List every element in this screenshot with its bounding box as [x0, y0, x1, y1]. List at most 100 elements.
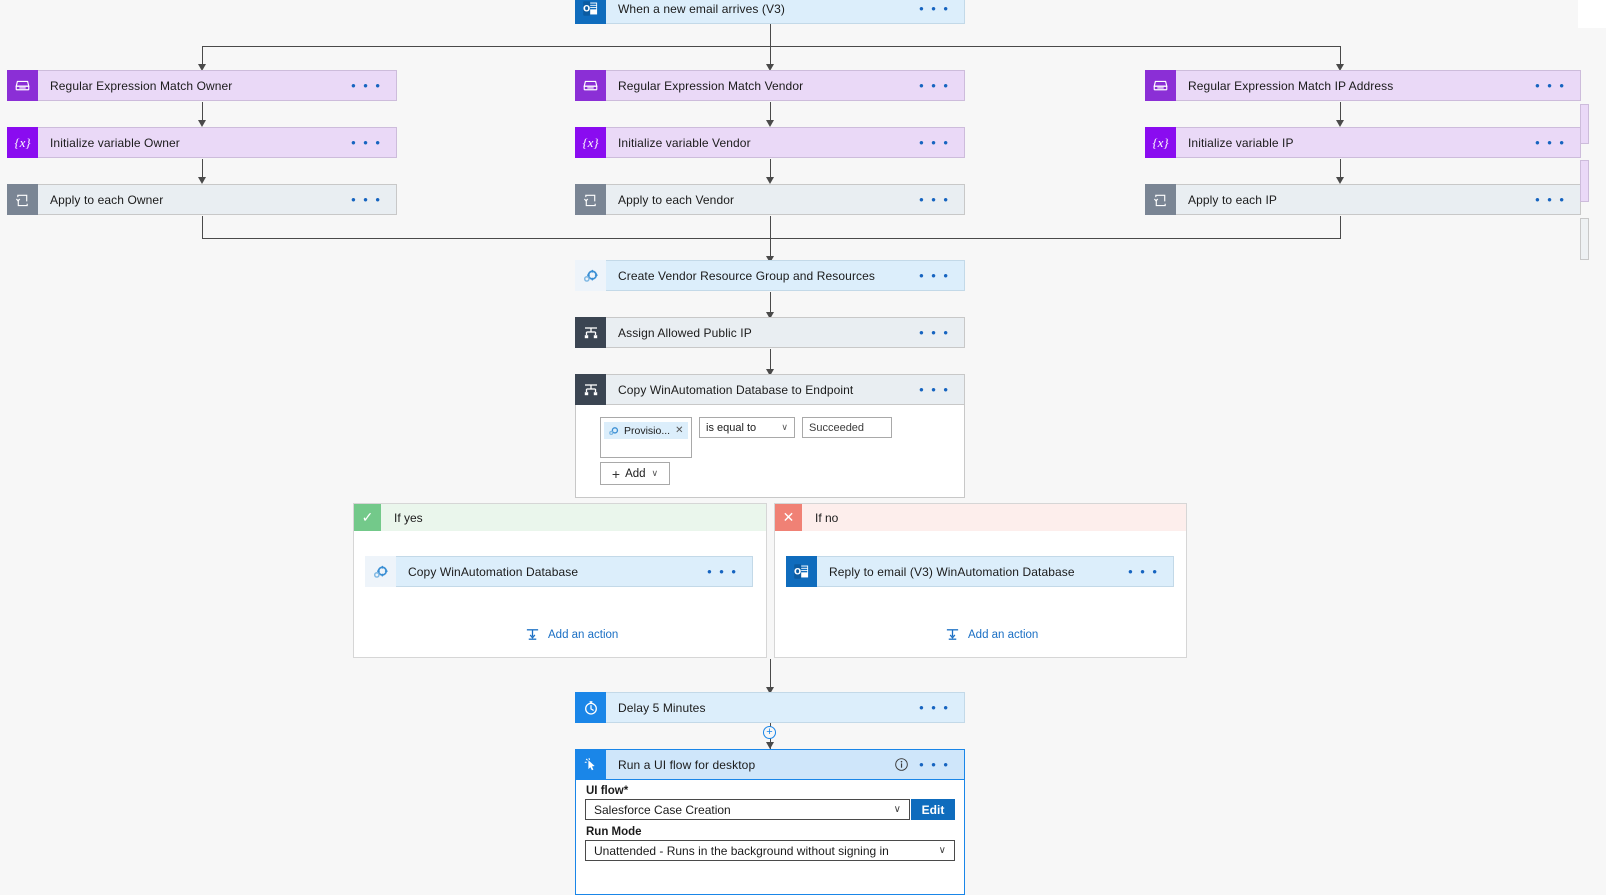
node-menu-button[interactable]: • • •	[351, 191, 382, 207]
dynamic-content-token[interactable]: Provisio... ✕	[604, 422, 688, 439]
connector-vendor-2	[770, 159, 771, 179]
node-copy-winautomation-database[interactable]: Copy WinAutomation Database • • •	[365, 556, 753, 587]
connector-owner-2	[202, 159, 203, 179]
node-when-new-email-arrives[interactable]: O When a new email arrives (V3) • • •	[575, 0, 965, 24]
add-action-icon	[945, 627, 960, 642]
node-assign-allowed-public-ip[interactable]: Assign Allowed Public IP • • •	[575, 317, 965, 348]
node-menu-button[interactable]: • • •	[919, 134, 950, 150]
node-delay-5-minutes[interactable]: Delay 5 Minutes • • •	[575, 692, 965, 723]
arrowhead-ip-1	[1336, 120, 1344, 127]
node-menu-button[interactable]: • • •	[1535, 134, 1566, 150]
node-regex-match-ip-address[interactable]: Regular Expression Match IP Address • • …	[1145, 70, 1581, 101]
branch-label: If no	[815, 510, 839, 525]
node-menu-button[interactable]: • • •	[919, 77, 950, 93]
close-icon[interactable]: ✕	[675, 425, 684, 436]
node-title: Apply to each Vendor	[618, 192, 735, 207]
branch-if-yes-header: ✓ If yes	[354, 504, 766, 531]
node-title: Copy WinAutomation Database to Endpoint	[618, 382, 854, 397]
node-initialize-variable-owner[interactable]: {x} Initialize variable Owner • • •	[7, 127, 397, 158]
condition-operator-select[interactable]: is equal to ∨	[699, 417, 795, 438]
node-title: Initialize variable Owner	[50, 135, 180, 150]
chevron-down-icon: ∨	[651, 468, 659, 478]
connector-fanout-bar	[202, 46, 1340, 47]
add-an-action-yes[interactable]: Add an action	[525, 627, 618, 642]
node-create-vendor-resource-group[interactable]: Create Vendor Resource Group and Resourc…	[575, 260, 965, 291]
arrowhead-vendor-1	[766, 120, 774, 127]
run-mode-value: Unattended - Runs in the background with…	[594, 843, 889, 858]
condition-add-button[interactable]: + Add ∨	[600, 462, 670, 485]
ui-flow-value: Salesforce Case Creation	[594, 802, 731, 817]
condition-value-input[interactable]: Succeeded	[802, 417, 892, 438]
node-menu-button[interactable]: • • •	[351, 77, 382, 93]
arrowhead-mid-2	[766, 369, 774, 376]
node-menu-button[interactable]: • • •	[1535, 191, 1566, 207]
condition-operand-field[interactable]: Provisio... ✕	[600, 417, 692, 458]
edit-button[interactable]: Edit	[911, 799, 955, 820]
node-menu-button[interactable]: • • •	[919, 0, 950, 16]
node-menu-button[interactable]: • • •	[919, 756, 950, 772]
node-title: Reply to email (V3) WinAutomation Databa…	[829, 564, 1075, 579]
arrowhead-owner-1	[198, 120, 206, 127]
outlook-icon: O	[786, 556, 817, 587]
check-icon: ✓	[354, 504, 381, 531]
connector-fanout-right	[1340, 46, 1341, 68]
connector-trigger-down	[770, 24, 771, 46]
connector-ip-2	[1340, 159, 1341, 179]
ui-flow-icon	[575, 749, 606, 780]
arrowhead-ip	[1336, 64, 1344, 71]
node-menu-button[interactable]: • • •	[919, 699, 950, 715]
connector-merge-bar	[202, 238, 1340, 239]
node-apply-to-each-ip[interactable]: Apply to each IP • • •	[1145, 184, 1581, 215]
node-regex-match-vendor[interactable]: Regular Expression Match Vendor • • •	[575, 70, 965, 101]
node-title: Apply to each IP	[1188, 192, 1277, 207]
branch-if-no-header: ✕ If no	[775, 504, 1186, 531]
node-menu-button[interactable]: • • •	[1535, 77, 1566, 93]
node-reply-to-email-winautomation-database[interactable]: O Reply to email (V3) WinAutomation Data…	[786, 556, 1174, 587]
arrowhead-ip-2	[1336, 177, 1344, 184]
top-right-corner	[1578, 0, 1606, 28]
node-menu-button[interactable]: • • •	[919, 267, 950, 283]
connector-ip-1	[1340, 102, 1341, 122]
node-menu-button[interactable]: • • •	[1128, 563, 1159, 579]
ui-flow-select[interactable]: Salesforce Case Creation ∨	[585, 799, 910, 820]
node-menu-button[interactable]: • • •	[919, 191, 950, 207]
node-menu-button[interactable]: • • •	[919, 324, 950, 340]
chevron-down-icon: ∨	[938, 845, 946, 856]
run-mode-label: Run Mode	[586, 826, 642, 838]
apply-to-each-icon	[575, 184, 606, 215]
azure-automation-icon	[365, 556, 396, 587]
svg-text:O: O	[794, 568, 801, 578]
node-run-ui-flow-for-desktop[interactable]: Run a UI flow for desktop • • •	[575, 749, 965, 780]
branch-label: If yes	[394, 510, 423, 525]
node-title: Regular Expression Match IP Address	[1188, 78, 1394, 93]
node-regex-match-owner[interactable]: Regular Expression Match Owner • • •	[7, 70, 397, 101]
arrowhead-owner-2	[198, 177, 206, 184]
node-apply-to-each-owner[interactable]: Apply to each Owner • • •	[7, 184, 397, 215]
node-title: Run a UI flow for desktop	[618, 757, 756, 772]
node-initialize-variable-vendor[interactable]: {x} Initialize variable Vendor • • •	[575, 127, 965, 158]
arrowhead-merge	[766, 256, 774, 263]
node-menu-button[interactable]: • • •	[707, 563, 738, 579]
operator-value: is equal to	[706, 421, 757, 434]
run-mode-select[interactable]: Unattended - Runs in the background with…	[585, 840, 955, 861]
add-an-action-no[interactable]: Add an action	[945, 627, 1038, 642]
add-action-label: Add an action	[968, 628, 1039, 641]
node-title: Initialize variable Vendor	[618, 135, 751, 150]
connector-mid-2	[770, 349, 771, 371]
info-icon[interactable]	[894, 757, 909, 772]
cross-icon: ✕	[775, 504, 802, 531]
connector-fanout-mid	[770, 46, 771, 68]
node-apply-to-each-vendor[interactable]: Apply to each Vendor • • •	[575, 184, 965, 215]
node-initialize-variable-ip[interactable]: {x} Initialize variable IP • • •	[1145, 127, 1581, 158]
node-menu-button[interactable]: • • •	[919, 381, 950, 397]
arrowhead-uiflow	[766, 742, 774, 749]
node-title: Initialize variable IP	[1188, 135, 1294, 150]
insert-step-button[interactable]: +	[763, 726, 776, 739]
clipped-node-edge-loop	[1580, 218, 1589, 260]
node-menu-button[interactable]: • • •	[351, 134, 382, 150]
clipped-node-edge-variable	[1580, 160, 1589, 202]
outlook-icon: O	[575, 0, 606, 24]
node-copy-winautomation-database-to-endpoint[interactable]: Copy WinAutomation Database to Endpoint …	[575, 374, 965, 405]
connector-merge-down	[770, 238, 771, 258]
